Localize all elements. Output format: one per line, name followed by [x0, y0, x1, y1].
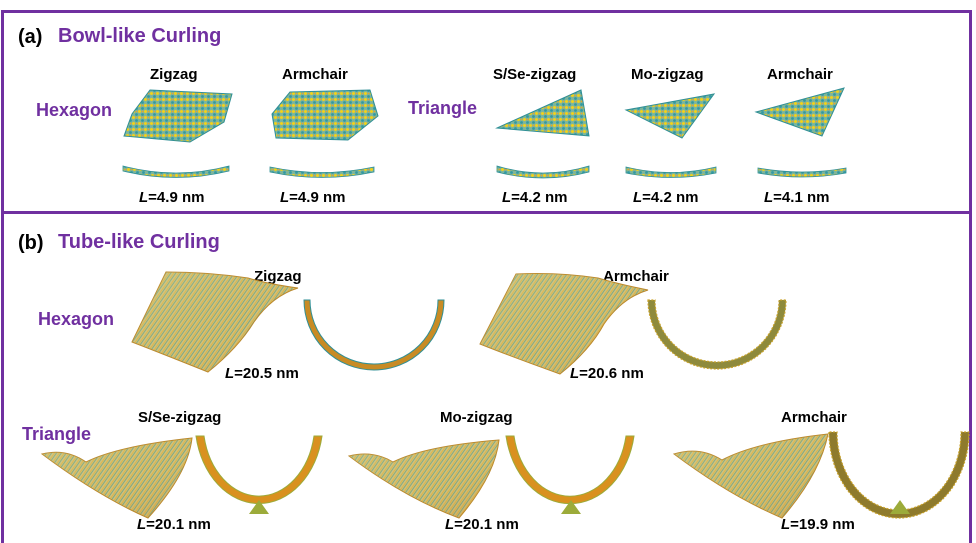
panel-a-letter: (a): [18, 26, 42, 49]
bowl-hexagon-armchair-top-view: [268, 86, 383, 144]
panel-a-triangle-label: Triangle: [408, 98, 477, 119]
tube-triangle-armchair-sheet-view: [670, 430, 830, 520]
panel-a-label-armchair-tri: Armchair: [767, 66, 833, 83]
panel-a-length-armchair-hex: L=4.9 nm: [280, 189, 345, 206]
tube-hexagon-zigzag-sheet-view: [128, 268, 300, 376]
tube-hexagon-zigzag-cross-section: [301, 296, 447, 374]
tube-hexagon-armchair-sheet-view: [476, 268, 651, 378]
panel-a-length-s-se-zigzag: L=4.2 nm: [502, 189, 567, 206]
bowl-triangle-armchair-side-view: [756, 162, 848, 182]
tube-triangle-s-se-zigzag-sheet-view: [38, 434, 194, 520]
bowl-hexagon-armchair-side-view: [268, 162, 376, 182]
tube-triangle-mo-zigzag-sheet-view: [345, 436, 501, 520]
panel-a-label-zigzag: Zigzag: [150, 66, 198, 83]
panel-a-length-mo-zigzag: L=4.2 nm: [633, 189, 698, 206]
panel-a-length-zigzag: L=4.9 nm: [139, 189, 204, 206]
bowl-triangle-mo-zigzag-top-view: [622, 86, 722, 142]
bowl-triangle-mo-zigzag-side-view: [624, 162, 718, 182]
bowl-hexagon-zigzag-top-view: [120, 86, 235, 146]
bowl-triangle-armchair-top-view: [752, 84, 852, 142]
tube-triangle-s-se-zigzag-cross-section: [193, 432, 325, 522]
bowl-hexagon-zigzag-side-view: [121, 162, 231, 182]
panel-b-letter: (b): [18, 232, 44, 255]
tube-triangle-armchair-cross-section: [826, 428, 972, 522]
panel-a-title: Bowl-like Curling: [58, 25, 221, 48]
tube-triangle-mo-zigzag-cross-section: [503, 432, 637, 522]
panel-b-label-s-se-zigzag: S/Se-zigzag: [138, 409, 221, 426]
panel-b-hexagon-label: Hexagon: [38, 309, 114, 330]
panel-a-label-s-se-zigzag: S/Se-zigzag: [493, 66, 576, 83]
bowl-triangle-s-se-zigzag-side-view: [495, 162, 591, 182]
panel-a-length-armchair-tri: L=4.1 nm: [764, 189, 829, 206]
panel-a-hexagon-label: Hexagon: [36, 100, 112, 121]
panel-a-label-mo-zigzag: Mo-zigzag: [631, 66, 704, 83]
panel-b-label-armchair-tri: Armchair: [781, 409, 847, 426]
panel-b-label-mo-zigzag: Mo-zigzag: [440, 409, 513, 426]
bowl-triangle-s-se-zigzag-top-view: [493, 88, 593, 140]
panel-b-title: Tube-like Curling: [58, 231, 220, 254]
tube-hexagon-armchair-cross-section: [645, 296, 789, 374]
panel-a-label-armchair-hex: Armchair: [282, 66, 348, 83]
